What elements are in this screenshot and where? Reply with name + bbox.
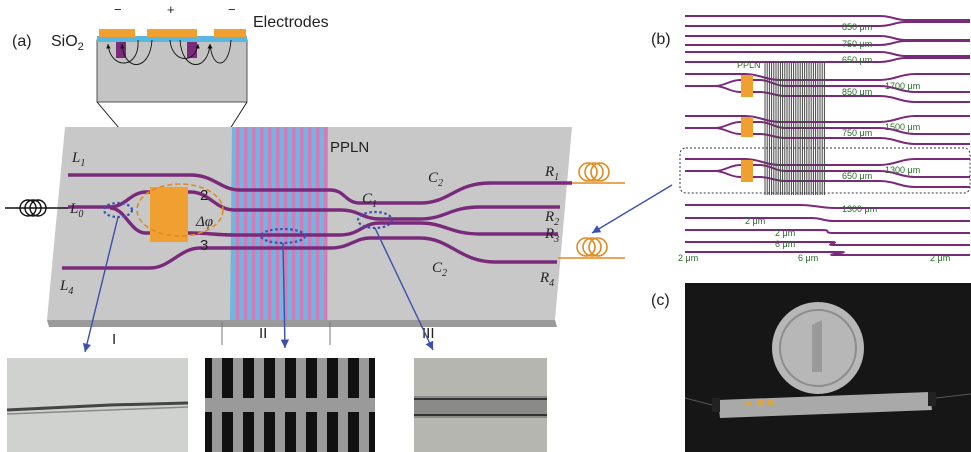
arrow-from-panel-b	[591, 184, 673, 234]
arrow-to-micrograph-I	[82, 216, 119, 353]
label-R3: R3	[544, 226, 559, 245]
input-fiber	[5, 199, 68, 217]
electrodes-label: Electrodes	[253, 14, 329, 31]
svg-text:+: +	[167, 2, 175, 17]
cross-section-inset: − + −	[96, 2, 248, 103]
svg-text:2 μm: 2 μm	[745, 216, 765, 226]
arm-3-label: 3	[200, 237, 208, 254]
svg-text:−: −	[114, 2, 122, 17]
svg-text:1300 μm: 1300 μm	[885, 165, 920, 175]
label-R4: R4	[539, 270, 554, 289]
svg-text:−: −	[228, 2, 236, 17]
panel-c-label: (c)	[651, 292, 670, 309]
waveguide-core-left	[116, 42, 126, 58]
svg-text:1700 μm: 1700 μm	[885, 81, 920, 91]
region-III-label: III	[422, 325, 435, 342]
electrode-mid	[147, 29, 197, 37]
svg-text:2 μm: 2 μm	[775, 228, 795, 238]
svg-text:650 μm: 650 μm	[842, 55, 872, 65]
waveguides	[62, 173, 572, 270]
svg-text:850 μm: 850 μm	[842, 87, 872, 97]
ppln-label: PPLN	[330, 139, 369, 156]
layout-electrodes	[741, 75, 753, 182]
arrow-to-micrograph-II	[280, 242, 290, 349]
arrow-to-micrograph-III	[374, 227, 434, 351]
label-L0: L0	[69, 201, 83, 220]
region-I-label: I	[112, 331, 116, 348]
svg-text:750 μm: 750 μm	[842, 39, 872, 49]
label-L1: L1	[71, 150, 85, 169]
oxide-label: SiO2	[51, 33, 84, 53]
ppln-region	[230, 127, 328, 320]
ppln-grating-lines	[764, 62, 825, 195]
svg-text:6 μm: 6 μm	[775, 239, 795, 249]
label-L4: L4	[59, 278, 73, 297]
svg-text:2 μm: 2 μm	[930, 253, 950, 263]
electrode-left	[99, 29, 135, 37]
mzi-highlight	[136, 183, 224, 237]
chip-layout-drawing	[685, 15, 970, 256]
electrode-right	[214, 29, 246, 37]
output-fiber-bottom	[558, 237, 625, 259]
svg-text:650 μm: 650 μm	[842, 171, 872, 181]
phase-shift-label: Δφ	[195, 214, 213, 230]
label-C2-top: C2	[428, 170, 443, 189]
svg-text:1300 μm: 1300 μm	[842, 204, 877, 214]
ellipse-region-II	[259, 227, 307, 245]
panel-a-label: (a)	[12, 33, 32, 50]
svg-text:750 μm: 750 μm	[842, 128, 872, 138]
label-R1: R1	[544, 164, 559, 183]
highlighted-device-box	[679, 147, 971, 194]
label-C1: C1	[362, 191, 377, 210]
layout-ppln-label: PPLN	[737, 60, 761, 70]
region-II-label: II	[259, 325, 267, 342]
label-C2-bottom: C2	[432, 260, 447, 279]
svg-text:1500 μm: 1500 μm	[885, 122, 920, 132]
micrograph-III	[414, 358, 547, 452]
arm-2-label: 2	[200, 187, 208, 204]
svg-text:850 μm: 850 μm	[842, 22, 872, 32]
waveguide-core-right	[187, 42, 197, 58]
output-fiber-top	[572, 162, 625, 184]
svg-text:2 μm: 2 μm	[678, 253, 698, 263]
phase-modulator-electrode	[150, 187, 188, 242]
device-photo	[684, 283, 971, 452]
micrograph-I	[6, 358, 189, 452]
label-R2: R2	[544, 209, 559, 228]
svg-text:6 μm: 6 μm	[798, 253, 818, 263]
micrograph-II	[205, 358, 375, 452]
panel-b-label: (b)	[651, 31, 671, 48]
